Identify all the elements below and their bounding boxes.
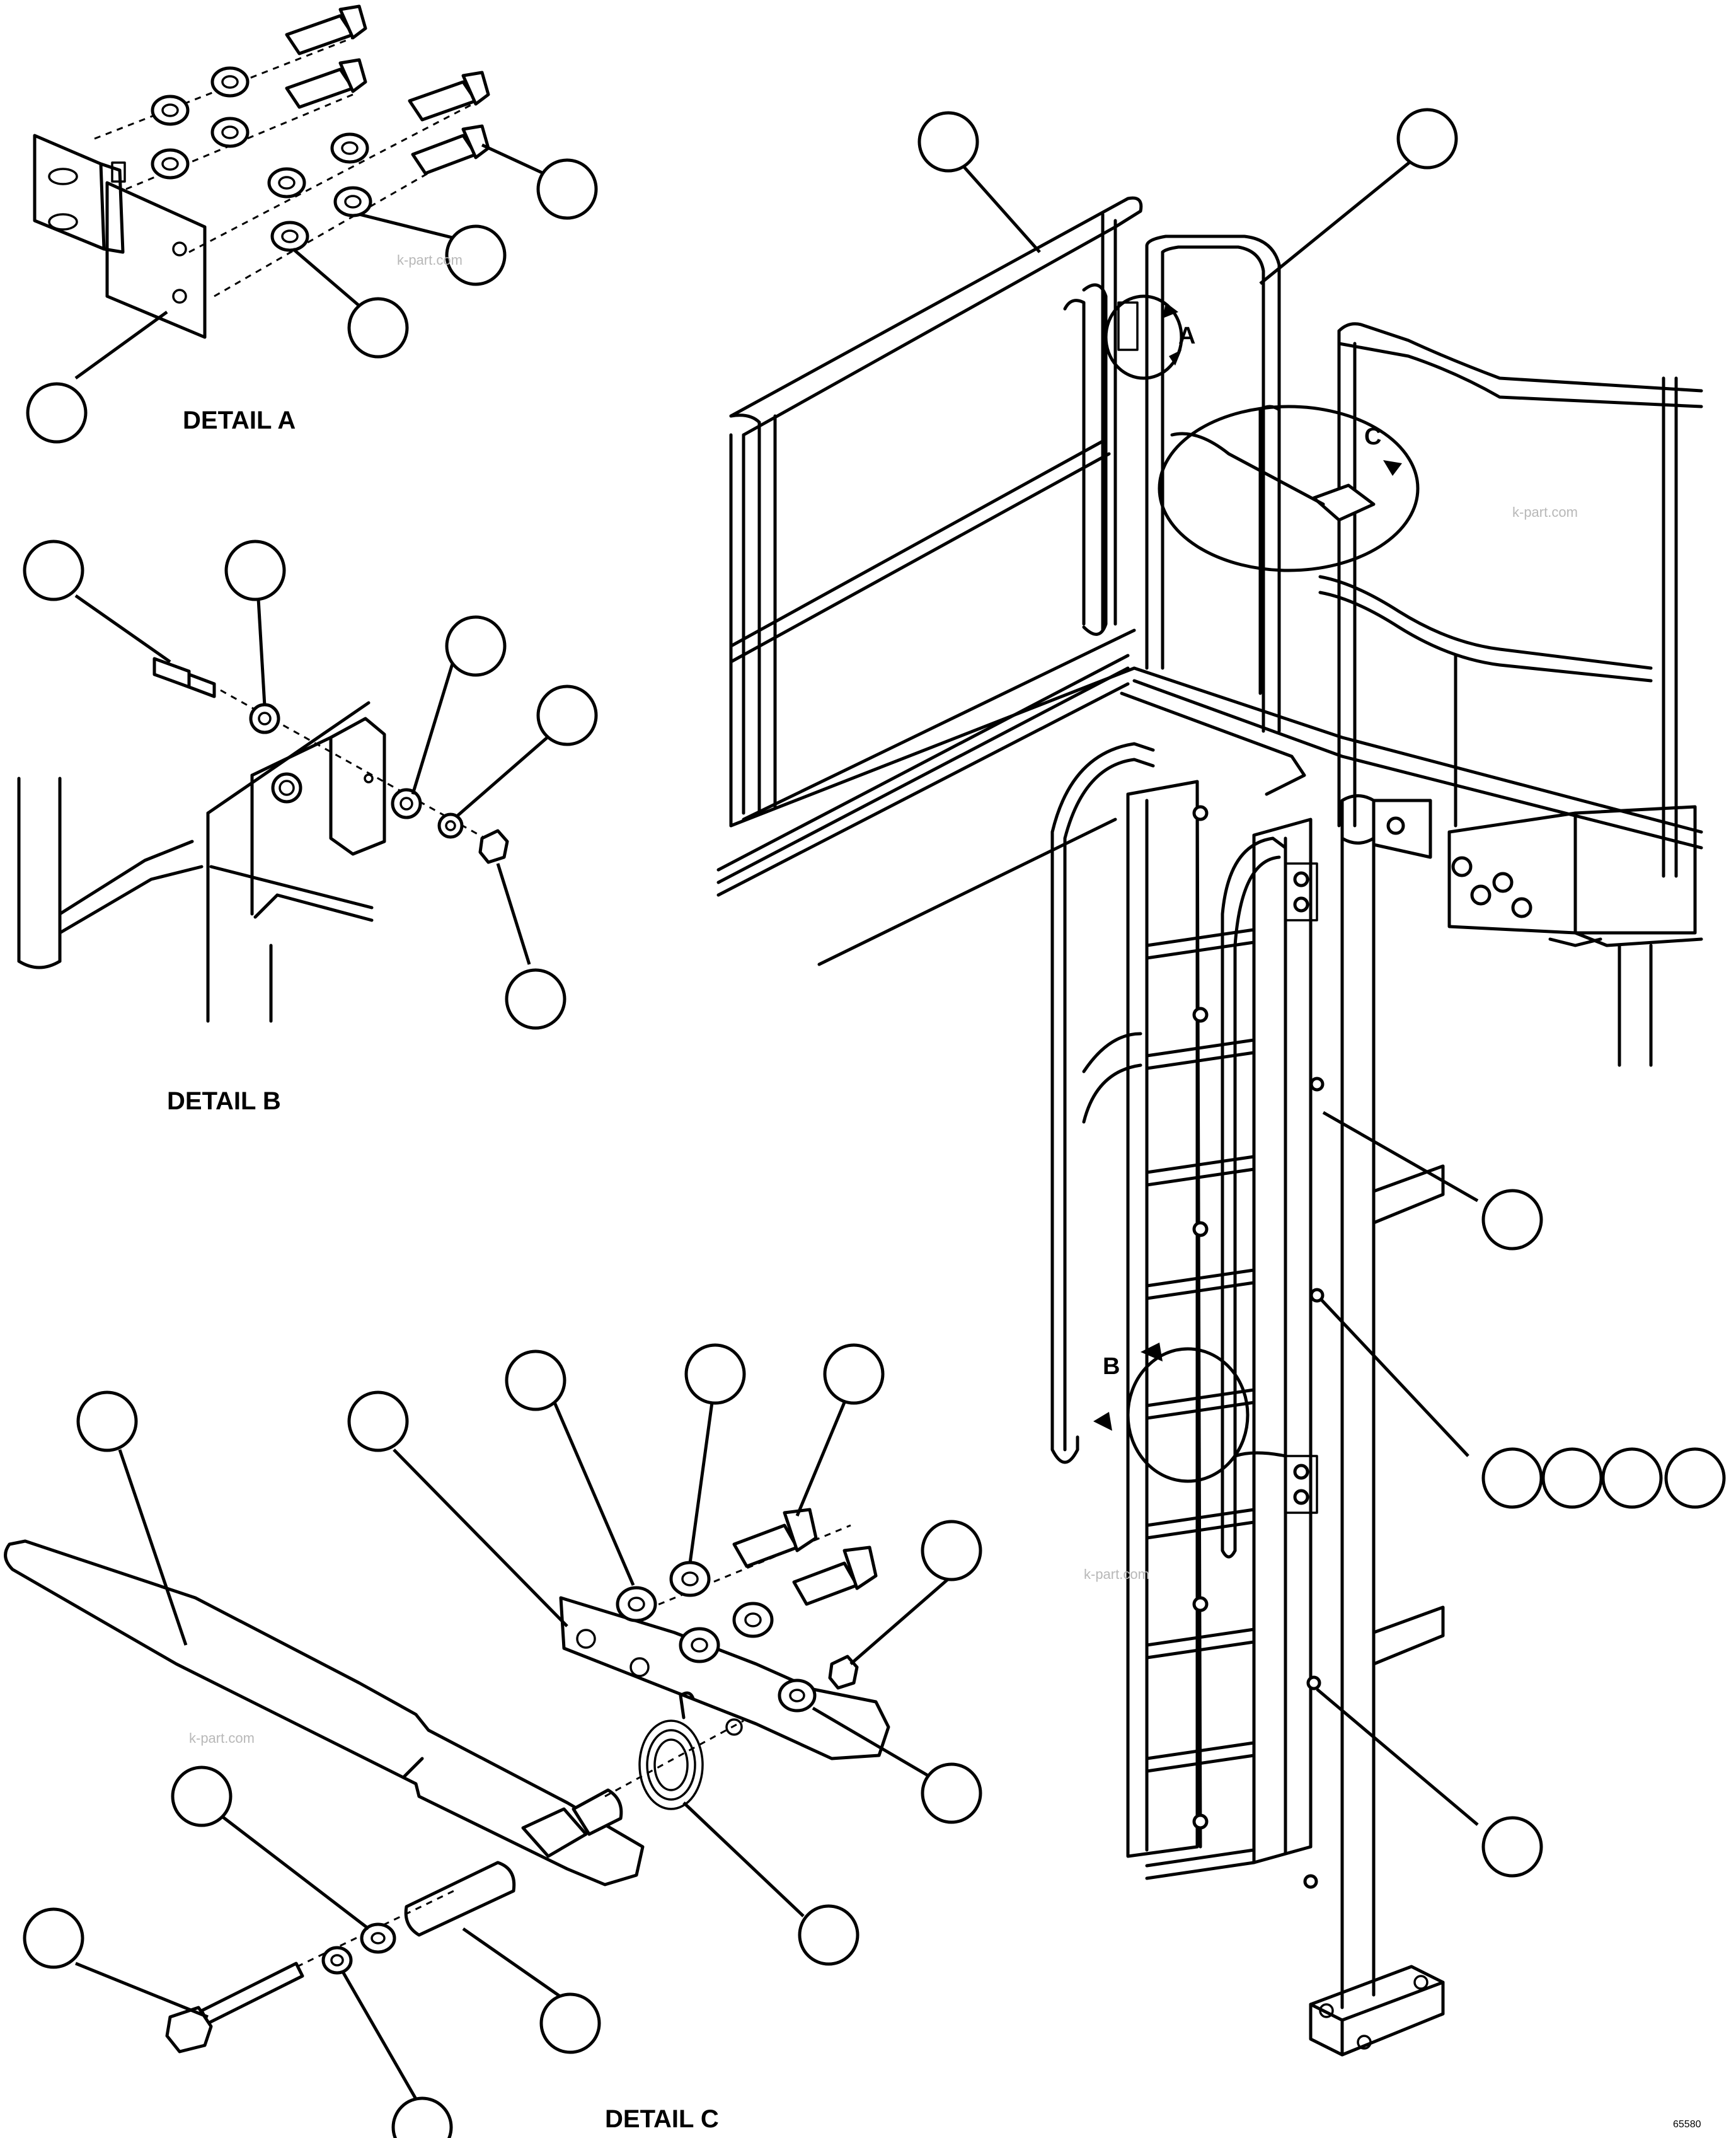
main-assembly-group: A C xyxy=(716,108,1726,2130)
detail-a-letter: A xyxy=(1178,323,1195,349)
detail-b-group: DETAIL B xyxy=(17,540,598,1115)
detail-b-letter: B xyxy=(1103,1353,1120,1380)
detail-b-marker xyxy=(1126,1347,1250,1483)
detail-c-marker xyxy=(1158,405,1420,572)
caption-detail-c: DETAIL C xyxy=(605,2105,719,2133)
hinge-leaf xyxy=(105,181,207,339)
drawing-code: 65580 xyxy=(1673,2119,1701,2130)
caption-detail-a: DETAIL A xyxy=(183,407,296,434)
detail-c-group: k-part.com DETAIL C xyxy=(4,1343,982,2138)
watermark-main-lower: k-part.com xyxy=(1084,1566,1149,1582)
detail-c-letter: C xyxy=(1364,424,1381,450)
caption-detail-b: DETAIL B xyxy=(167,1087,281,1115)
watermark-detail-a: k-part.com xyxy=(397,252,463,268)
hinge-plate xyxy=(33,134,106,251)
watermark-main-upper: k-part.com xyxy=(1512,504,1578,520)
detail-a-group: k-part.com DETAIL A xyxy=(26,4,598,444)
detail-a-marker xyxy=(1104,294,1183,380)
watermark-detail-c: k-part.com xyxy=(189,1730,255,1746)
